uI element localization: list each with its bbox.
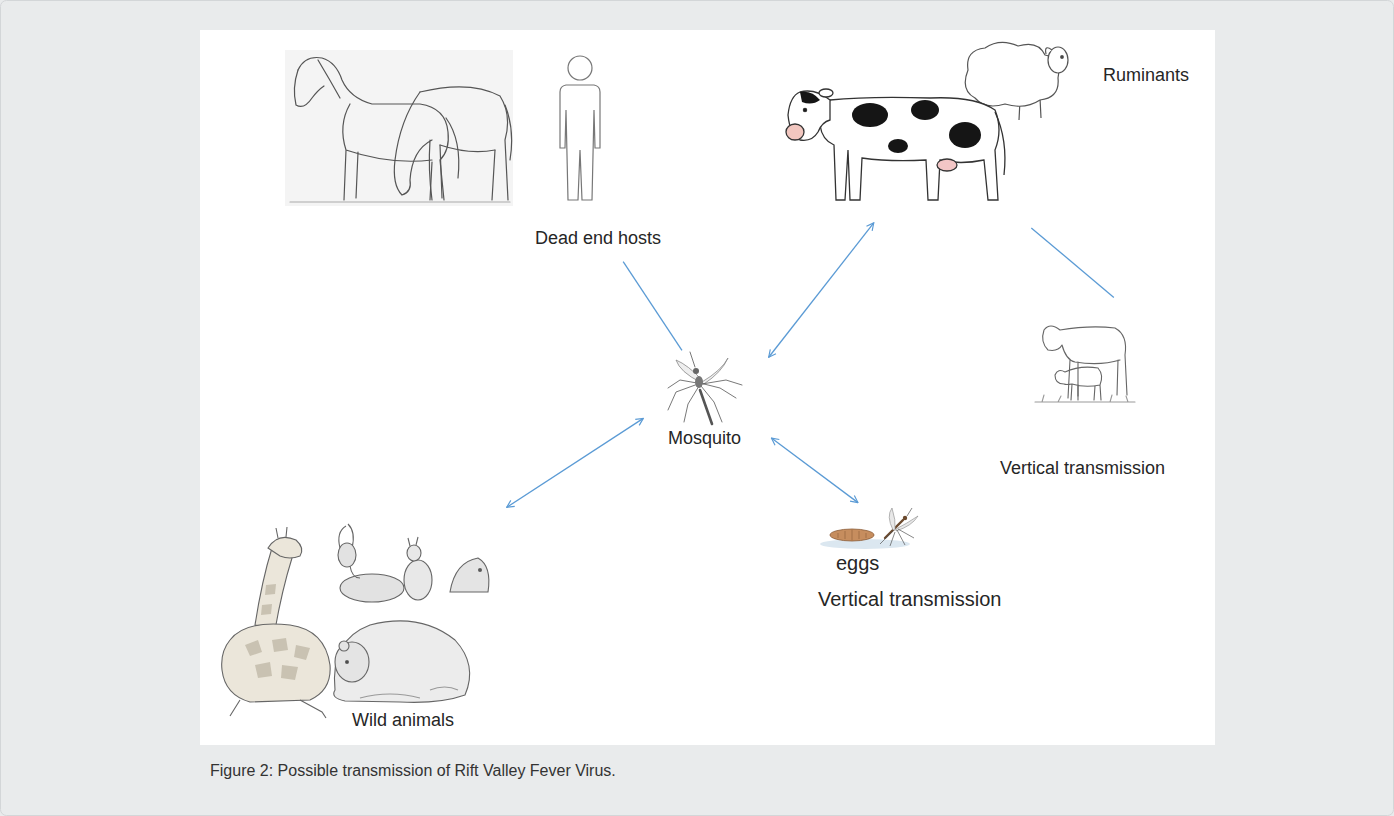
wild-animals-sketch [222, 524, 489, 718]
illustration-group: Mosquito [655, 352, 765, 452]
human-figure [560, 56, 600, 200]
transmission-connector [769, 223, 874, 357]
node-label: Vertical transmission [1000, 458, 1165, 480]
egg-raft-drawing [820, 508, 918, 549]
node-label: Vertical transmission [818, 587, 1001, 611]
transmission-connector [771, 438, 858, 503]
cow-calf-sketch [1035, 326, 1135, 402]
cow-drawing [786, 89, 1005, 200]
transmission-connector [1031, 228, 1114, 298]
node-label: Wild animals [352, 710, 454, 732]
node-label: Dead end hosts [535, 228, 661, 250]
illustration-group: eggsVertical transmission [810, 505, 1025, 620]
illustration-group: Dead end hosts [280, 48, 675, 260]
figure-caption: Figure 2: Possible transmission of Rift … [210, 761, 616, 780]
illustration-group: Wild animals [210, 515, 495, 740]
transmission-connector [507, 418, 644, 507]
transmission-connector [623, 262, 682, 351]
figure-panel [200, 30, 1215, 745]
mosquito-drawing [668, 352, 742, 424]
horses-sketch [285, 50, 513, 206]
node-label: Mosquito [668, 428, 741, 450]
illustration-group: Vertical transmission [990, 300, 1180, 485]
node-label: eggs [836, 551, 879, 575]
node-label: Ruminants [1103, 65, 1189, 87]
illustration-group: Ruminants [785, 38, 1205, 215]
